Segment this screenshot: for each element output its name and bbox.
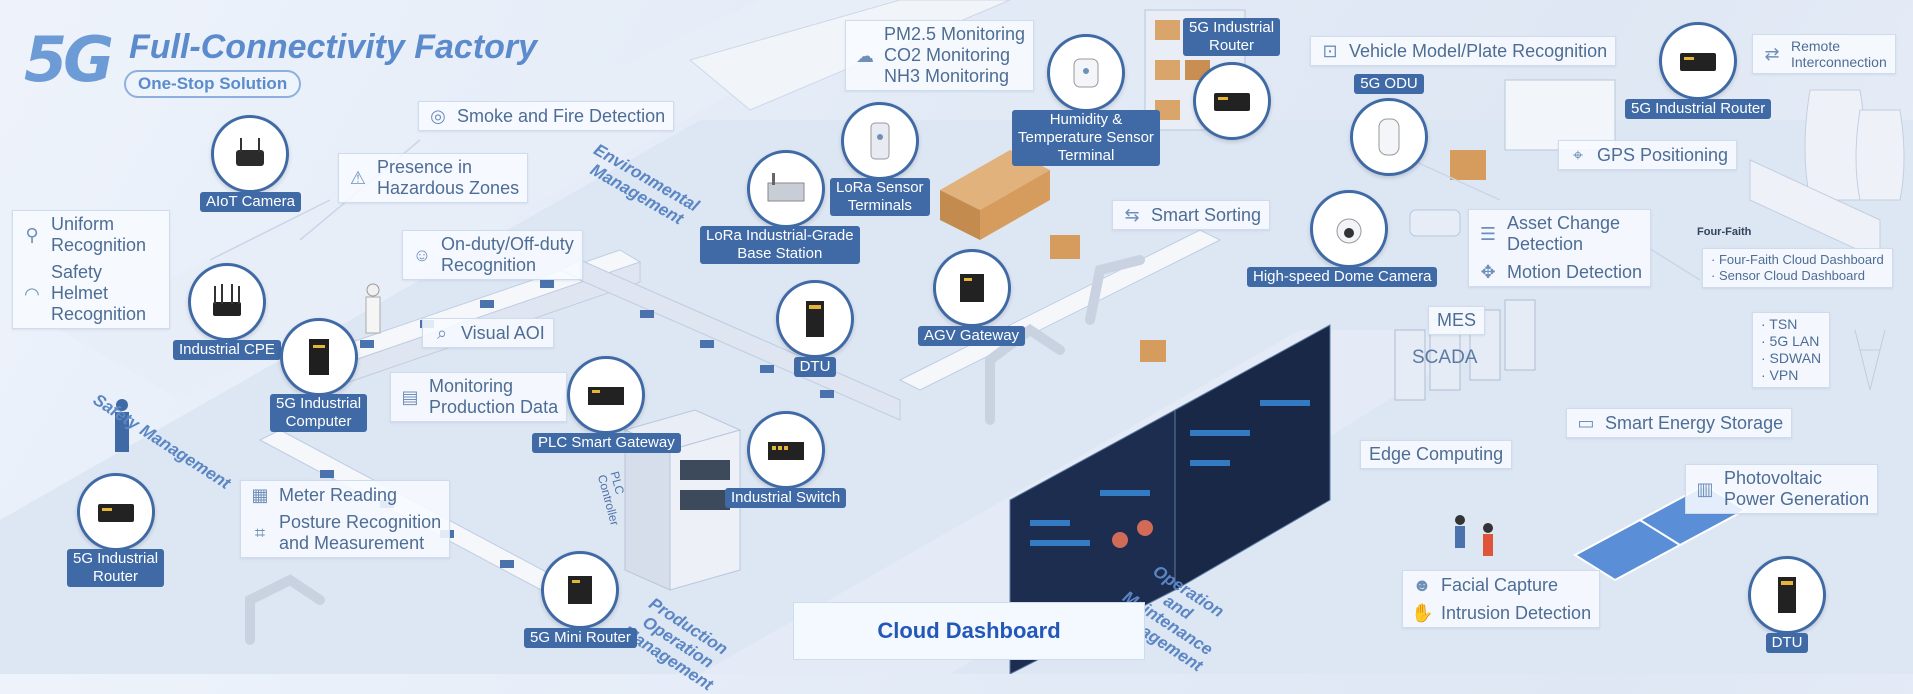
device-plc-gateway: PLC Smart Gateway: [532, 356, 681, 453]
four-faith-logo-text: Four-Faith: [1697, 226, 1752, 238]
location-icon: ⌖: [1572, 145, 1584, 165]
card-meter-posture: ▦Meter Reading ⌗Posture Recognition and …: [240, 480, 451, 558]
intruder-icon: ✋: [1411, 603, 1434, 623]
router-icon: [1192, 62, 1271, 140]
remote-icon: ⇄: [1764, 44, 1780, 64]
card-asset-motion: ☰Asset Change Detection ✥Motion Detectio…: [1468, 209, 1652, 287]
cloud-dashboard-label: Cloud Dashboard: [793, 602, 1145, 660]
card-vehicle-recognition: ⊡Vehicle Model/Plate Recognition: [1310, 36, 1617, 66]
card-safety-recognition: ⚲Uniform Recognition ◠Safety Helmet Reco…: [12, 210, 170, 329]
database-icon: ☰: [1479, 224, 1497, 244]
card-edge-computing: Edge Computing: [1360, 440, 1513, 469]
router-icon: [1659, 22, 1738, 100]
card-smart-energy: ▭Smart Energy Storage: [1566, 408, 1793, 438]
warning-icon: ⚠: [349, 168, 367, 188]
page-subtitle: One-Stop Solution: [124, 70, 302, 98]
face-icon: ☻: [1412, 575, 1432, 595]
person-icon: ⚲: [25, 225, 39, 245]
device-industrial-switch: Industrial Switch: [725, 411, 847, 508]
device-agv-gateway: AGV Gateway: [918, 249, 1026, 346]
dtu-icon: [776, 280, 854, 358]
page-title: Full-Connectivity Factory: [129, 28, 538, 66]
card-facial-intrusion: ☻Facial Capture ✋Intrusion Detection: [1402, 570, 1601, 628]
odu-icon: [1350, 98, 1428, 176]
communication-tower: [1854, 329, 1886, 391]
brand-logo: 5G: [24, 23, 114, 96]
device-dtu-right: DTU: [1748, 556, 1826, 653]
dome-camera-icon: [1310, 190, 1388, 268]
server-racks: [1394, 299, 1536, 401]
agv-gateway-icon: [932, 249, 1011, 327]
device-lora-base-station: LoRa Industrial-Grade Base Station: [700, 150, 860, 264]
mini-router-icon: [541, 551, 620, 629]
device-mini-router: 5G Mini Router: [524, 551, 637, 648]
device-aiot-camera: AIoT Camera: [200, 115, 301, 212]
device-humidity-sensor: Humidity & Temperature Sensor Terminal: [1012, 34, 1160, 166]
device-router-top: 5G Industrial Router: [1183, 18, 1281, 140]
move-icon: ✥: [1480, 262, 1496, 282]
cooling-towers: [1749, 89, 1905, 261]
card-hazard-zones: ⚠Presence in Hazardous Zones: [338, 153, 529, 203]
gateway-icon: [567, 356, 646, 434]
solar-panel-icon: ▥: [1696, 479, 1714, 499]
dtu-icon: [1748, 556, 1826, 634]
switch-icon: [746, 411, 825, 489]
device-dome-camera: High-speed Dome Camera: [1247, 190, 1438, 287]
router-icon: [76, 473, 155, 551]
workers: [115, 283, 1493, 556]
scada-label: SCADA: [1412, 347, 1478, 368]
device-lora-sensor: LoRa Sensor Terminals: [830, 102, 930, 216]
helmet-icon: ◠: [24, 283, 40, 304]
card-production-data: ▤Monitoring Production Data: [390, 372, 568, 422]
plc-cabinet: [623, 409, 742, 591]
card-remote-interconnection: ⇄Remote Interconnection: [1752, 34, 1896, 74]
card-gps: ⌖GPS Positioning: [1558, 140, 1738, 170]
card-smoke-fire: ◎Smoke and Fire Detection: [418, 101, 675, 131]
card-photovoltaic: ▥Photovoltaic Power Generation: [1685, 464, 1879, 514]
chart-icon: ▤: [401, 387, 419, 407]
device-router-left: 5G Industrial Router: [67, 473, 165, 587]
nodes-icon: ⌗: [254, 523, 266, 543]
card-mes: MES: [1428, 306, 1486, 335]
device-industrial-computer: 5G Industrial Computer: [270, 318, 368, 432]
cloud-icon: ☁: [856, 45, 874, 66]
card-cloud-list: · Four-Faith Cloud Dashboard · Sensor Cl…: [1702, 248, 1893, 288]
device-industrial-cpe: Industrial CPE: [173, 263, 281, 360]
device-router-right: 5G Industrial Router: [1625, 22, 1772, 119]
cpe-icon: [187, 263, 266, 341]
ai-icon: ⊡: [1322, 41, 1338, 61]
base-station-icon: [747, 150, 825, 228]
vehicles: [1409, 79, 1616, 237]
camera-icon: [211, 115, 290, 193]
card-smart-sorting: ⇆Smart Sorting: [1112, 200, 1271, 230]
device-5g-odu: 5G ODU: [1350, 74, 1428, 176]
battery-icon: ▭: [1577, 413, 1595, 433]
computer-icon: [279, 318, 358, 396]
card-duty-recognition: ☺On-duty/Off-duty Recognition: [402, 230, 583, 280]
humidity-sensor-icon: [1046, 34, 1125, 112]
smoke-detector-icon: ◎: [430, 106, 446, 126]
sorting-icon: ⇆: [1124, 205, 1140, 225]
sensor-icon: [840, 102, 919, 180]
card-visual-aoi: ⌕Visual AOI: [422, 318, 554, 348]
meter-icon: ▦: [251, 485, 269, 505]
card-network-list: · TSN · 5G LAN · SDWAN · VPN: [1752, 312, 1831, 388]
id-badge-icon: ☺: [412, 245, 432, 265]
device-dtu-mid: DTU: [776, 280, 854, 377]
card-env-monitoring: ☁PM2.5 Monitoring CO2 Monitoring NH3 Mon…: [845, 20, 1035, 91]
magnifier-icon: ⌕: [436, 323, 448, 343]
